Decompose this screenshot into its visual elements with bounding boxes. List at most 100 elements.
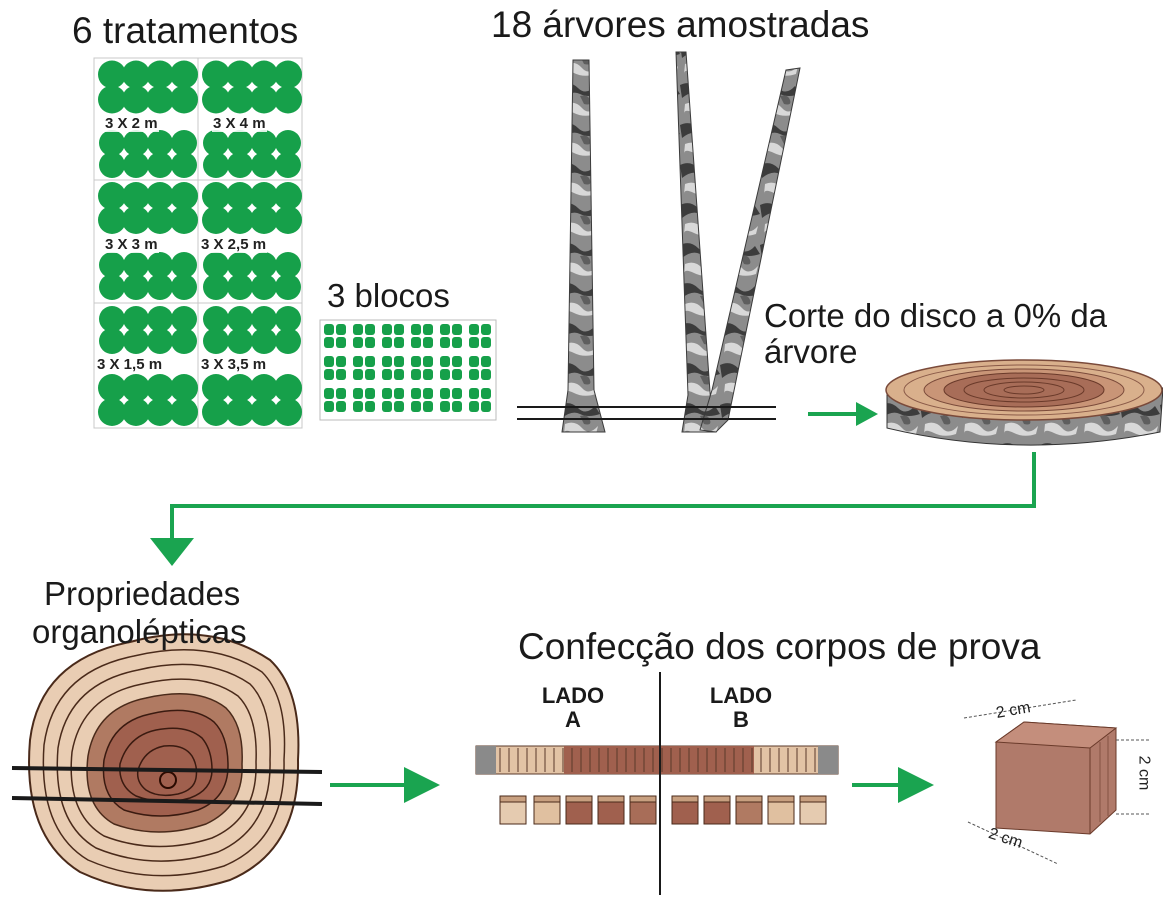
block-plot-mark (452, 388, 462, 399)
canopy-mark (147, 274, 173, 300)
treatments-title: 6 tratamentos (72, 10, 299, 51)
block-plot-mark (382, 388, 392, 399)
side-a-line1: LADO (541, 683, 605, 708)
block-plot-mark (481, 356, 491, 367)
specimen-block-top (735, 795, 763, 803)
block-plot-mark (353, 369, 363, 380)
canopy-mark (171, 328, 197, 354)
block-plot-mark (469, 356, 479, 367)
canopy-mark (251, 152, 277, 178)
block-plot-mark (452, 324, 462, 335)
block-plot-mark (353, 401, 363, 412)
canopy-mark (202, 206, 230, 234)
block-plot-mark (336, 356, 346, 367)
specimen-cube (963, 699, 1150, 865)
block-plot-mark (411, 401, 421, 412)
canopy-mark (275, 274, 301, 300)
canopy-mark (202, 85, 230, 114)
canopy-mark (203, 274, 229, 300)
specimen-block-top (533, 795, 561, 803)
canopy-mark (275, 306, 301, 332)
canopy-mark (98, 206, 126, 234)
disc-cut-title-line2: árvore (764, 333, 858, 370)
canopy-mark (123, 274, 149, 300)
block-plot-mark (411, 356, 421, 367)
canopy-mark (203, 306, 229, 332)
canopy-mark (227, 152, 253, 178)
block-plot-mark (440, 369, 450, 380)
canopy-mark (226, 85, 254, 114)
specimen-block-top (597, 795, 625, 803)
canopy-mark (203, 252, 229, 278)
canopy-mark (123, 130, 149, 156)
wood-disc (885, 359, 1163, 446)
block-plot-mark (353, 388, 363, 399)
trees-title: 18 árvores amostradas (491, 4, 870, 45)
side-a-label: LADO A (540, 684, 606, 732)
canopy-mark (170, 60, 198, 89)
blocks-title: 3 blocos (327, 277, 450, 314)
canopy-mark (227, 130, 253, 156)
block-plot-mark (411, 337, 421, 348)
specimen-block-top (799, 795, 827, 803)
canopy-mark (274, 182, 302, 210)
canopy-mark (98, 60, 126, 89)
block-plot-mark (423, 337, 433, 348)
canopy-mark (226, 206, 254, 234)
block-plot-mark (353, 356, 363, 367)
block-plot-mark (452, 369, 462, 380)
canopy-mark (122, 182, 150, 210)
block-plot-mark (440, 388, 450, 399)
block-plot-mark (423, 401, 433, 412)
canopy-mark (274, 60, 302, 89)
side-a-line2: A (565, 707, 581, 732)
blocks-grid (319, 319, 497, 421)
canopy-mark (275, 328, 301, 354)
plot-label-4: 3 X 2,5 m (200, 236, 268, 253)
specimen-block (767, 799, 795, 825)
canopy-mark (171, 152, 197, 178)
canopy-mark (98, 182, 126, 210)
canopy-mark (99, 274, 125, 300)
block-plot-mark (382, 324, 392, 335)
canopy-mark (202, 374, 230, 402)
canopy-mark (227, 306, 253, 332)
canopy-mark (202, 60, 230, 89)
canopy-mark (123, 306, 149, 332)
specimen-block-top (565, 795, 593, 803)
block-plot-mark (423, 324, 433, 335)
block-plot-mark (394, 401, 404, 412)
block-plot-mark (324, 369, 334, 380)
canopy-mark (171, 252, 197, 278)
canopy-mark (251, 252, 277, 278)
block-plot-mark (394, 369, 404, 380)
block-plot-mark (365, 337, 375, 348)
block-plot-mark (336, 401, 346, 412)
canopy-mark (99, 252, 125, 278)
canopy-mark (202, 182, 230, 210)
block-plot-mark (324, 337, 334, 348)
block-plot-mark (440, 401, 450, 412)
block-plot-mark (411, 324, 421, 335)
canopy-mark (146, 85, 174, 114)
canopy-mark (147, 130, 173, 156)
canopy-mark (250, 182, 278, 210)
sampled-trees (517, 51, 801, 433)
block-plot-mark (423, 388, 433, 399)
block-plot-mark (394, 337, 404, 348)
canopy-mark (146, 398, 174, 426)
canopy-mark (202, 398, 230, 426)
specimen-block-top (671, 795, 699, 803)
canopy-mark (122, 85, 150, 114)
canopy-mark (146, 374, 174, 402)
canopy-mark (203, 152, 229, 178)
canopy-mark (147, 152, 173, 178)
disc-cut-title-line1: Corte do disco a 0% da (764, 297, 1108, 334)
block-plot-mark (336, 369, 346, 380)
specimen-block (703, 799, 731, 825)
block-plot-mark (324, 324, 334, 335)
canopy-mark (98, 374, 126, 402)
canopy-mark (274, 374, 302, 402)
canopy-mark (123, 328, 149, 354)
canopy-mark (227, 274, 253, 300)
